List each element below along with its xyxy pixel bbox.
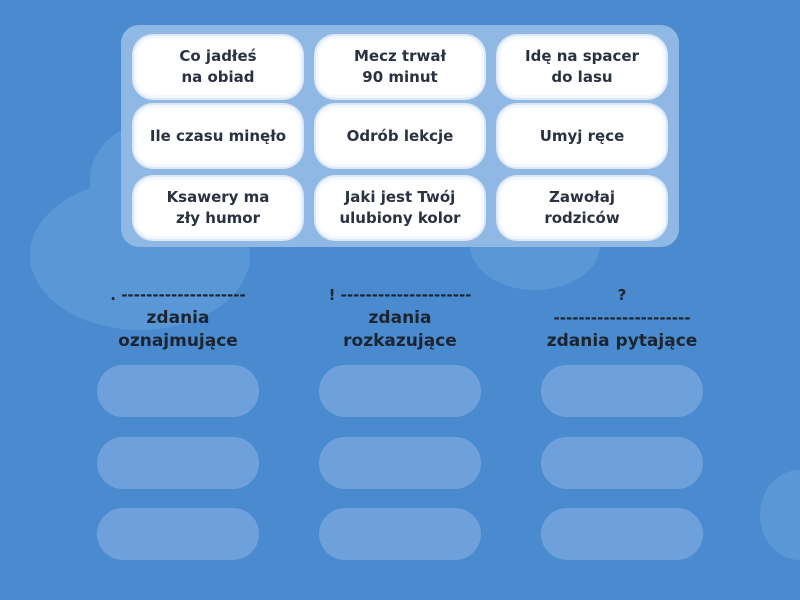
- column-question-mark: ?: [617, 286, 627, 304]
- column-title: zdania: [146, 308, 210, 328]
- column-header-imperative: ! --------------------- zdania rozkazują…: [290, 284, 510, 353]
- drop-slot[interactable]: [97, 508, 259, 560]
- column-dash-line: ----------------------: [553, 309, 691, 327]
- drop-slot[interactable]: [541, 365, 703, 417]
- drop-slot[interactable]: [319, 508, 481, 560]
- background-cloud: [760, 470, 800, 560]
- drop-slot[interactable]: [541, 437, 703, 489]
- column-title: rozkazujące: [343, 331, 457, 351]
- sentence-card[interactable]: Zawołaj rodziców: [501, 180, 663, 236]
- sentence-card[interactable]: Co jadłeś na obiad: [137, 39, 299, 95]
- column-header-declarative: . -------------------- zdania oznajmując…: [68, 284, 288, 353]
- sentence-card[interactable]: Mecz trwał 90 minut: [319, 39, 481, 95]
- column-title: zdania pytające: [546, 331, 698, 351]
- drop-slot[interactable]: [97, 437, 259, 489]
- drop-slot[interactable]: [319, 365, 481, 417]
- drop-slot[interactable]: [541, 508, 703, 560]
- sentence-card[interactable]: Jaki jest Twój ulubiony kolor: [319, 180, 481, 236]
- column-header-interrogative: ? ---------------------- zdania pytające: [512, 284, 732, 353]
- sentence-card[interactable]: Ile czasu minęło: [137, 108, 299, 164]
- column-title: oznajmujące: [118, 331, 238, 351]
- drop-slot[interactable]: [319, 437, 481, 489]
- column-dash-line: . --------------------: [110, 286, 246, 304]
- sentence-card[interactable]: Ksawery ma zły humor: [137, 180, 299, 236]
- sentence-card[interactable]: Idę na spacer do lasu: [501, 39, 663, 95]
- sentence-card[interactable]: Odrób lekcje: [319, 108, 481, 164]
- column-title: zdania: [368, 308, 432, 328]
- column-dash-line: ! ---------------------: [328, 286, 472, 304]
- drop-slot[interactable]: [97, 365, 259, 417]
- sentence-card[interactable]: Umyj ręce: [501, 108, 663, 164]
